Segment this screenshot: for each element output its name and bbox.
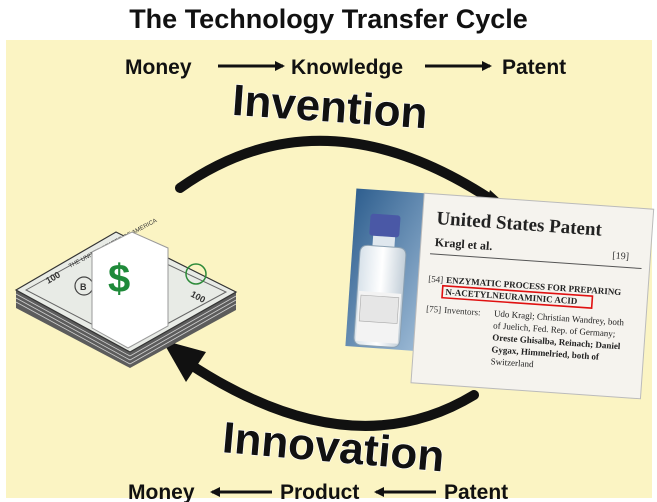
top-patent-label: Patent bbox=[502, 56, 566, 79]
top-knowledge-label: Knowledge bbox=[291, 56, 403, 79]
invention-arc bbox=[175, 135, 517, 219]
patent-authors: Kragl et al. bbox=[434, 235, 492, 253]
patent-inventors-label: Inventors: bbox=[444, 305, 481, 318]
patent-field-75: [75] bbox=[426, 304, 442, 315]
band-dollar-icon: $ bbox=[108, 257, 130, 301]
bill-green-seal-icon bbox=[185, 263, 207, 285]
bottom-flow: Money Product Patent bbox=[128, 481, 508, 502]
patent-document bbox=[410, 192, 655, 400]
page-title: The Technology Transfer Cycle bbox=[129, 4, 528, 34]
patent-field-19: [19] bbox=[612, 250, 629, 262]
bottom-product-label: Product bbox=[280, 481, 359, 502]
money-stack-edges bbox=[15, 293, 237, 365]
patent-field-54: [54] bbox=[428, 274, 444, 285]
bottle-label bbox=[358, 294, 400, 324]
invention-label: Invention bbox=[231, 76, 430, 139]
bottle-cap bbox=[369, 213, 401, 238]
money-band bbox=[91, 231, 169, 349]
patent-photo-group: United States Patent Kragl et al. [19] [… bbox=[345, 188, 655, 400]
patent-divider bbox=[429, 253, 642, 270]
patent-inventor-line: Switzerland bbox=[490, 356, 534, 369]
top-money-label: Money bbox=[125, 56, 192, 79]
bottom-patent-label: Patent bbox=[444, 481, 508, 502]
bottom-money-label: Money bbox=[128, 481, 195, 502]
top-flow: Money Knowledge Patent bbox=[125, 56, 566, 79]
bill-seal-letter: B bbox=[80, 282, 87, 292]
innovation-arc bbox=[183, 358, 479, 431]
innovation-arrowhead bbox=[162, 340, 206, 382]
invention-label-group: Invention bbox=[230, 75, 430, 139]
money-stack-illustration: 100 100 THE UNITED STATES OF AMERICA B $ bbox=[14, 218, 238, 368]
patent-title-highlight bbox=[441, 284, 594, 309]
